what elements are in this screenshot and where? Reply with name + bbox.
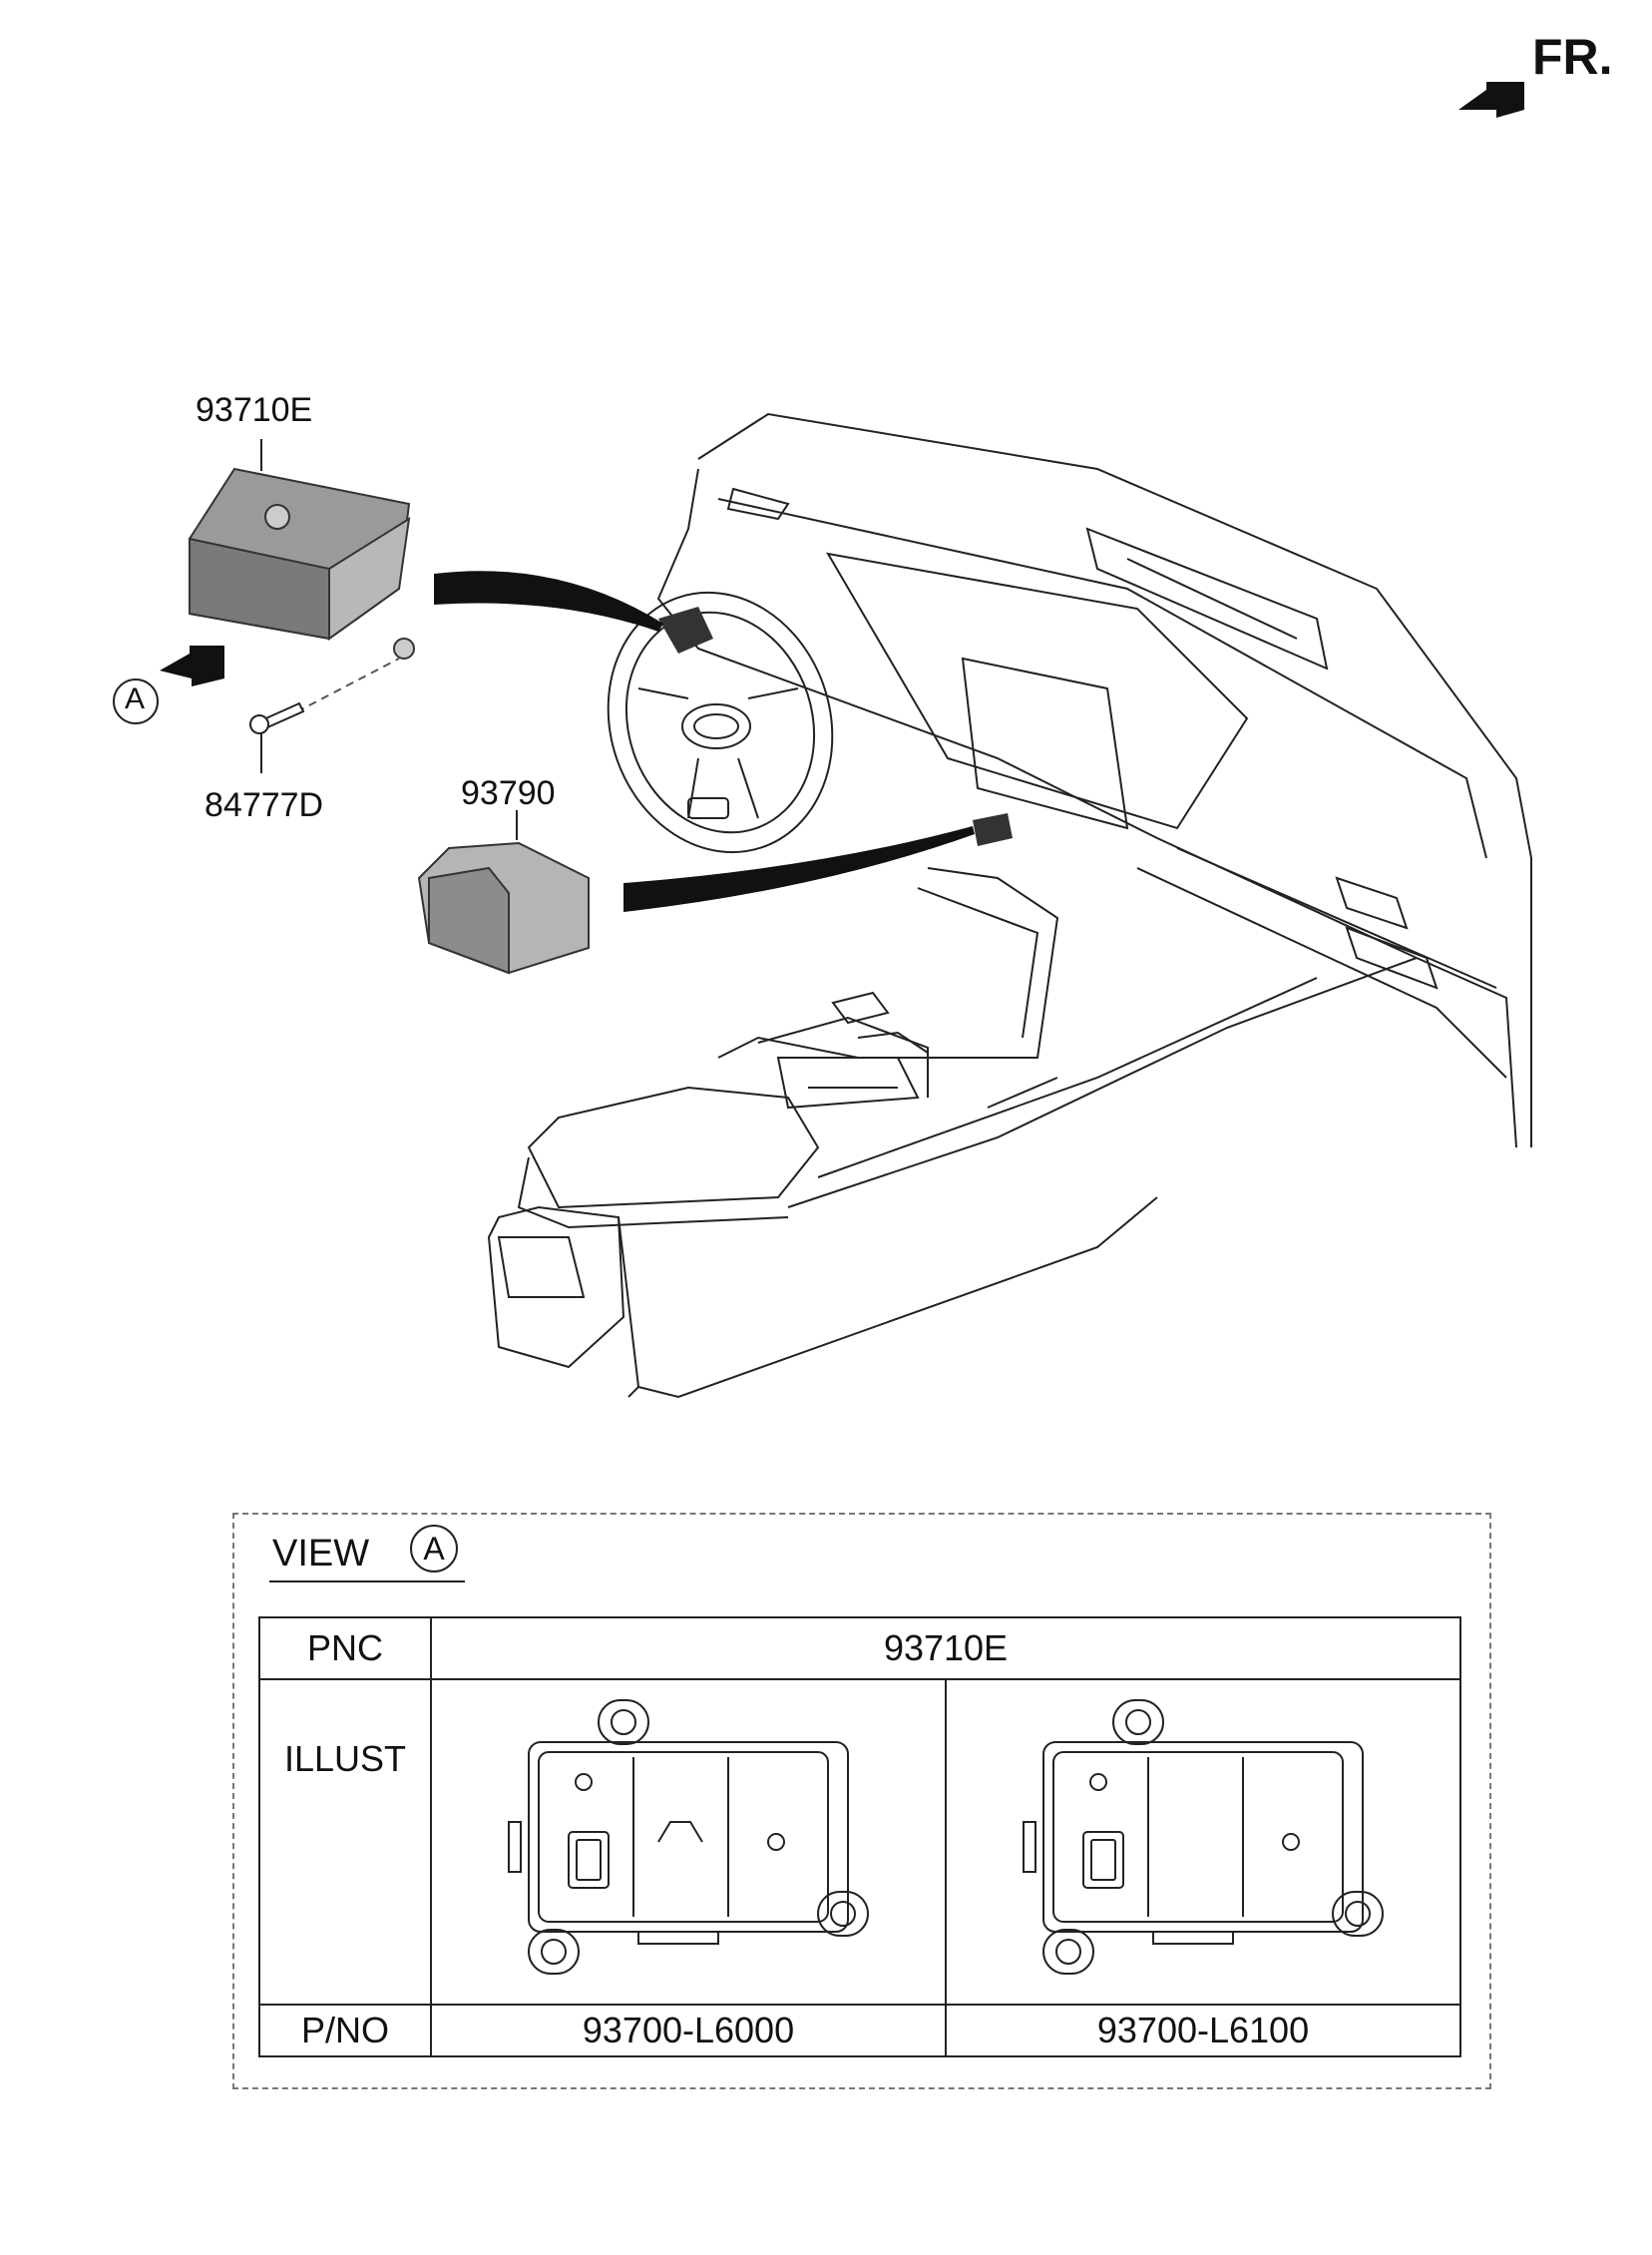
view-a-panel <box>232 1513 1491 2089</box>
dashboard-outline <box>487 412 1532 1399</box>
front-direction-label: FR. <box>1532 29 1613 85</box>
callout-93790: 93790 <box>461 774 556 812</box>
part-number-table: PNC 93710E ILLUST <box>258 1616 1461 2057</box>
illust-cell-1 <box>430 1678 947 2006</box>
callout-view-marker: A <box>125 682 146 715</box>
view-title: VIEW <box>272 1533 370 1575</box>
switch-illustration-1 <box>508 1699 869 1975</box>
header-illust: ILLUST <box>258 1678 432 2006</box>
callout-84777D: 84777D <box>205 786 324 824</box>
view-title-underline <box>269 1580 465 1582</box>
leader-hazard-switch <box>623 826 975 912</box>
switch-illustration-2 <box>1023 1699 1384 1975</box>
part-number-1: 93700-L6000 <box>430 2004 947 2057</box>
pnc-value: 93710E <box>430 1616 1461 1680</box>
illust-cell-2 <box>945 1678 1461 2006</box>
switch-location-93790 <box>973 813 1013 846</box>
table-row: ILLUST <box>258 1678 1461 2006</box>
switch-assembly-93710E <box>189 439 415 660</box>
part-number-2: 93700-L6100 <box>945 2004 1461 2057</box>
screw-84777D <box>249 658 400 773</box>
view-marker: A <box>410 1525 458 1573</box>
callout-93710E: 93710E <box>196 391 313 429</box>
switch-location-93710E <box>658 607 713 654</box>
header-pno: P/NO <box>258 2004 432 2057</box>
hazard-switch-93790 <box>417 810 590 975</box>
table-row: PNC 93710E <box>258 1616 1461 1680</box>
front-direction-arrow-icon <box>1458 82 1524 118</box>
table-row: P/NO 93700-L6000 93700-L6100 <box>258 2004 1461 2057</box>
leader-switch-assy <box>434 571 663 632</box>
view-a-arrow-icon <box>113 646 224 724</box>
header-pnc: PNC <box>258 1616 432 1680</box>
